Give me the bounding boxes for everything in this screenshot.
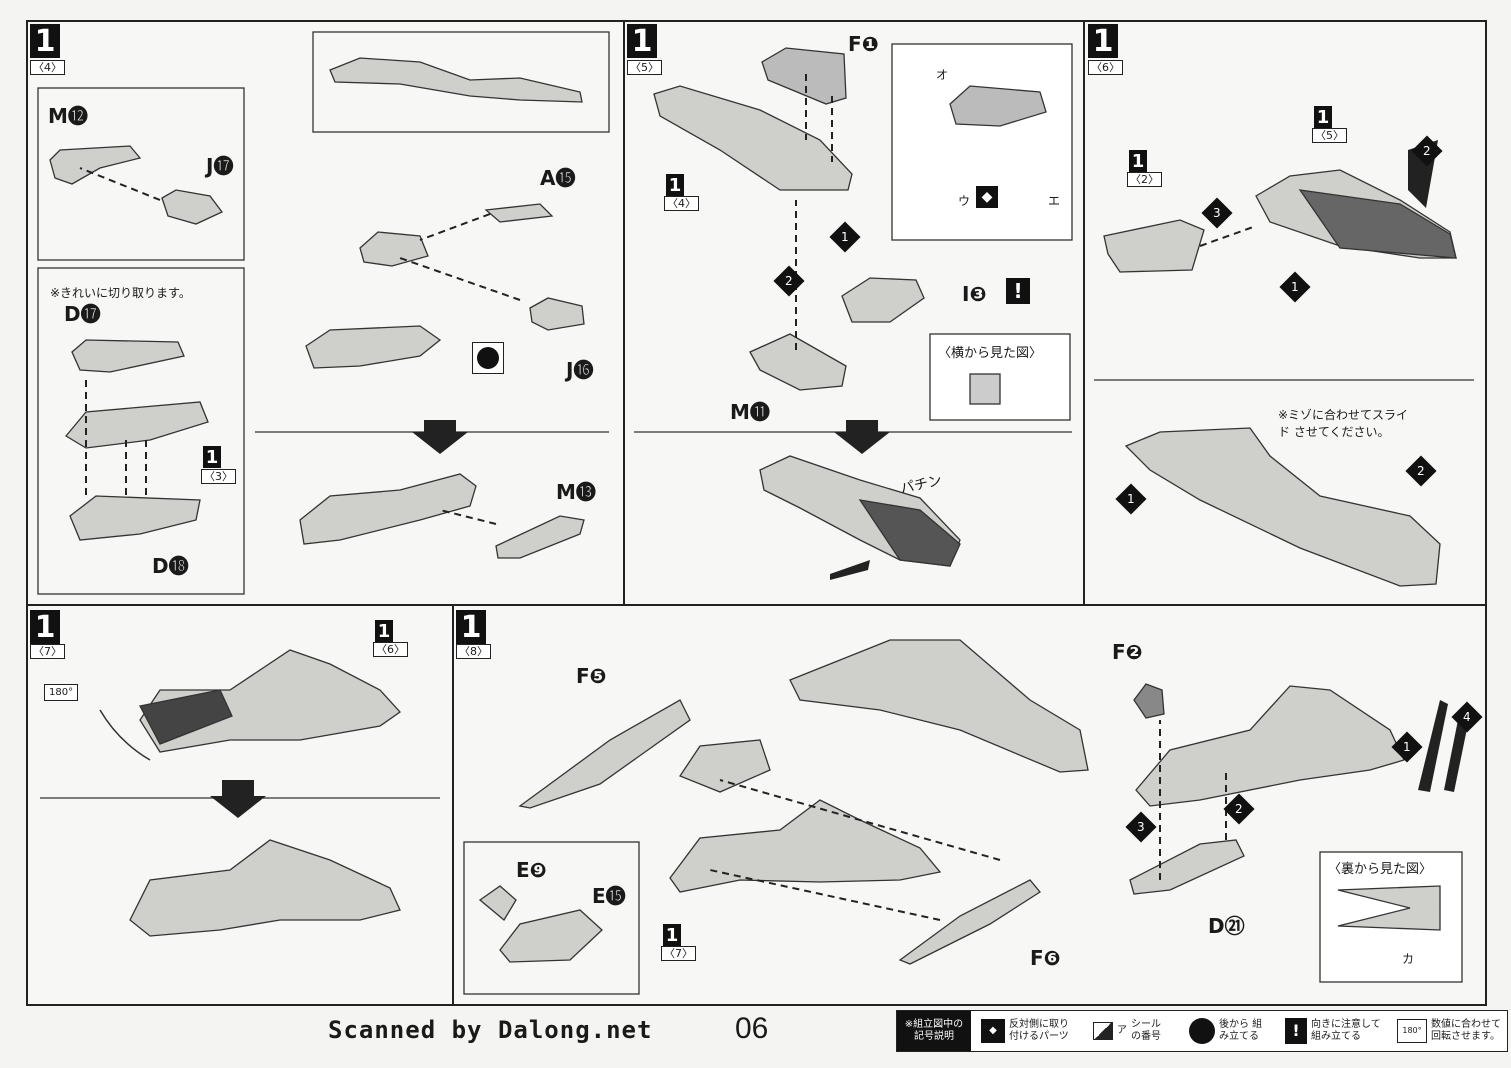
part-label: F❷ xyxy=(1112,640,1143,664)
step-number: 1 xyxy=(627,24,657,59)
step-number: 1 xyxy=(30,24,60,59)
rotate-icon: 180° xyxy=(1397,1019,1427,1043)
ref-substep: 〈4〉 xyxy=(664,196,699,211)
ref-step-number: 1 xyxy=(666,174,684,196)
ref-substep: 〈5〉 xyxy=(1312,128,1347,143)
part-label: F❶ xyxy=(848,32,879,56)
mirror-parts-icon: ◆ xyxy=(981,1019,1005,1043)
part-label: D⓱ xyxy=(64,302,101,326)
ref-substep: 〈3〉 xyxy=(201,469,236,484)
step-number: 1 xyxy=(456,610,486,645)
cut-note: ※きれいに切り取ります。 xyxy=(50,286,191,300)
step-substep: 〈6〉 xyxy=(1088,60,1123,75)
part-label: F❻ xyxy=(1030,946,1061,970)
legend-item: ア シール の番号 xyxy=(1093,1011,1189,1051)
part-label: F❺ xyxy=(576,664,607,688)
part-label: D㉑ xyxy=(1208,914,1245,938)
part-label: E⓯ xyxy=(592,884,626,908)
legend-item: ◆ 反対側に取り 付けるパーツ xyxy=(981,1011,1081,1051)
ref-step-number: 1 xyxy=(203,446,221,468)
later-assembly-icon xyxy=(1189,1018,1215,1044)
sticker-mark: オ xyxy=(936,68,949,82)
legend-item: 後から 組み立てる xyxy=(1189,1011,1277,1051)
ref-substep: 〈6〉 xyxy=(373,642,408,657)
sticker-mark: カ xyxy=(1402,952,1415,966)
sticker-mark: ウ xyxy=(958,194,971,208)
legend-item: ! 向きに注意して 組み立てる xyxy=(1285,1011,1391,1051)
ref-step-number: 1 xyxy=(375,620,393,642)
page-number: 06 xyxy=(735,1012,769,1045)
part-label: I❸ xyxy=(962,282,987,306)
step-substep: 〈4〉 xyxy=(30,60,65,75)
ref-step-number: 1 xyxy=(1314,106,1332,128)
ref-step-number: 1 xyxy=(663,924,681,946)
part-label: M⓭ xyxy=(556,480,596,504)
step-substep: 〈5〉 xyxy=(627,60,662,75)
step-number: 1 xyxy=(1088,24,1118,59)
rotate-indicator: 180° xyxy=(44,684,79,701)
ref-substep: 〈2〉 xyxy=(1127,172,1162,187)
ref-step-number: 1 xyxy=(1129,150,1147,172)
part-label: J⓰ xyxy=(566,358,594,382)
sticker-mark: エ xyxy=(1048,194,1061,208)
symbol-legend: ※組立図中の 記号説明 ◆ 反対側に取り 付けるパーツ ア シール の番号 後か… xyxy=(896,1010,1508,1052)
step-substep: 〈7〉 xyxy=(30,644,65,659)
sticker-icon xyxy=(1093,1022,1113,1040)
legend-title: ※組立図中の 記号説明 xyxy=(897,1011,971,1051)
later-assembly-icon xyxy=(472,342,504,374)
legend-item: 180° 数値に合わせて 回転させます。 xyxy=(1397,1011,1505,1051)
side-view-caption: 〈横から見た図〉 xyxy=(938,346,1043,361)
back-view-caption: 〈裏から見た図〉 xyxy=(1328,862,1433,877)
part-label: J⓱ xyxy=(206,154,234,178)
step-number: 1 xyxy=(30,610,60,645)
part-label: M⓫ xyxy=(730,400,770,424)
caution-icon: ! xyxy=(1006,278,1030,304)
mirror-parts-icon: ◆ xyxy=(976,186,998,208)
part-label: M⓬ xyxy=(48,104,88,128)
caution-icon: ! xyxy=(1285,1018,1307,1044)
part-label: D⓲ xyxy=(152,554,189,578)
part-label: E❾ xyxy=(516,858,547,882)
step-substep: 〈8〉 xyxy=(456,644,491,659)
slide-note: ※ミゾに合わせてスライド させてください。 xyxy=(1278,408,1409,439)
ref-substep: 〈7〉 xyxy=(661,946,696,961)
scan-credit: Scanned by Dalong.net xyxy=(328,1016,653,1044)
part-label: A⓯ xyxy=(540,166,576,190)
